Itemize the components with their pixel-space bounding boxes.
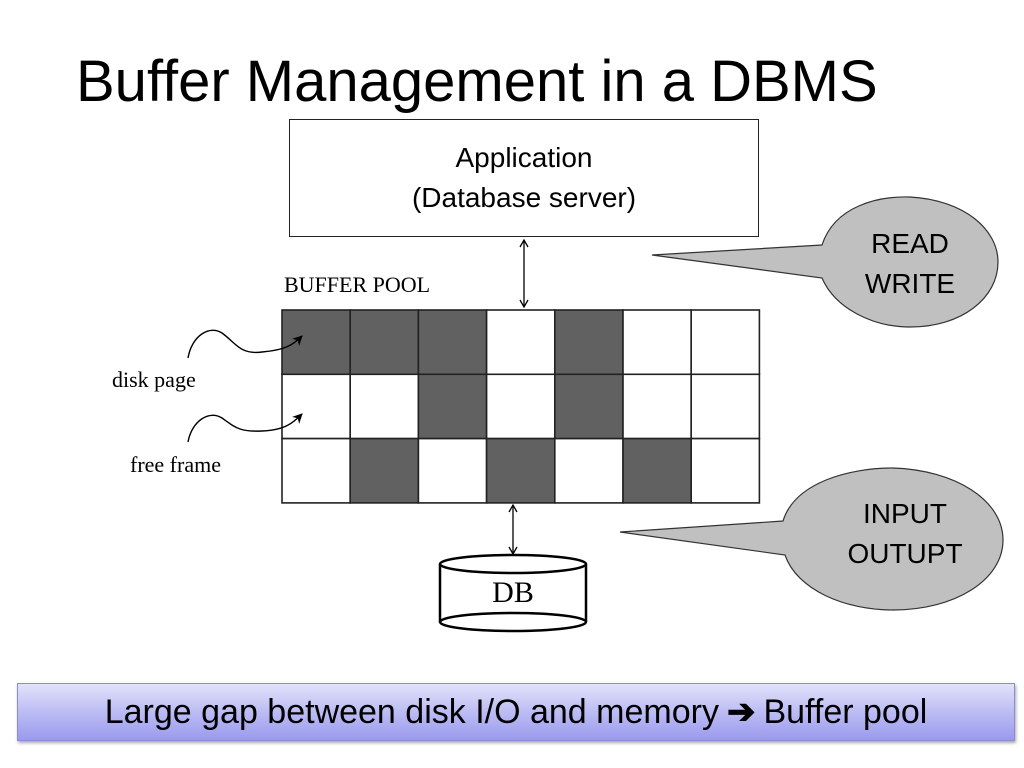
disk-page-frame — [553, 373, 624, 440]
disk-page-pointer-arrow — [187, 329, 303, 359]
free-frame — [690, 437, 761, 504]
banner-text-left: Large gap between disk I/O and memory — [104, 692, 719, 731]
disk-page-frame — [485, 437, 556, 504]
free-frame — [690, 309, 761, 376]
right-arrow-icon: ➔ — [726, 693, 756, 731]
input-label: INPUT — [863, 498, 947, 529]
disk-page-frame — [417, 309, 488, 376]
disk-page-frame — [622, 437, 692, 504]
read-write-callout — [651, 196, 999, 328]
free-frame — [690, 373, 761, 440]
free-frame — [553, 437, 624, 504]
disk-page-frame — [553, 309, 624, 376]
takeaway-banner: Large gap between disk I/O and memory ➔ … — [17, 683, 1015, 741]
database-label: DB — [492, 576, 534, 609]
banner-text-right: Buffer pool — [763, 692, 928, 731]
free-frame-pointer-arrow — [187, 413, 303, 443]
application-label: Application — [455, 142, 593, 173]
free-frame — [281, 373, 351, 440]
read-write-text: READ WRITE — [820, 224, 1000, 304]
disk-page-frame — [417, 373, 488, 440]
disk-page-frame — [349, 309, 420, 376]
input-output-callout — [619, 467, 1004, 611]
disk-page-label: disk page — [112, 367, 196, 392]
buffer-pool-label: BUFFER POOL — [284, 272, 431, 297]
database-server-label: (Database server) — [411, 182, 637, 213]
free-frame — [485, 309, 556, 376]
free-frame — [417, 437, 488, 504]
read-label: READ — [871, 228, 949, 259]
slide-title: Buffer Management in a DBMS — [76, 49, 878, 114]
database-cylinder-icon — [438, 553, 588, 633]
buffer-pool-grid — [281, 309, 761, 504]
output-label: OUTUPT — [847, 538, 963, 569]
free-frame — [281, 437, 351, 504]
disk-page-frame — [349, 437, 420, 504]
disk-page-frame — [281, 309, 351, 376]
application-box: Application (Database server) — [289, 119, 759, 237]
write-label: WRITE — [864, 268, 956, 299]
free-frame — [349, 373, 420, 440]
free-frame-label: free frame — [130, 452, 221, 477]
input-output-text: INPUT OUTUPT — [805, 494, 1005, 574]
free-frame — [485, 373, 556, 440]
free-frame — [622, 373, 692, 440]
free-frame — [622, 309, 692, 376]
